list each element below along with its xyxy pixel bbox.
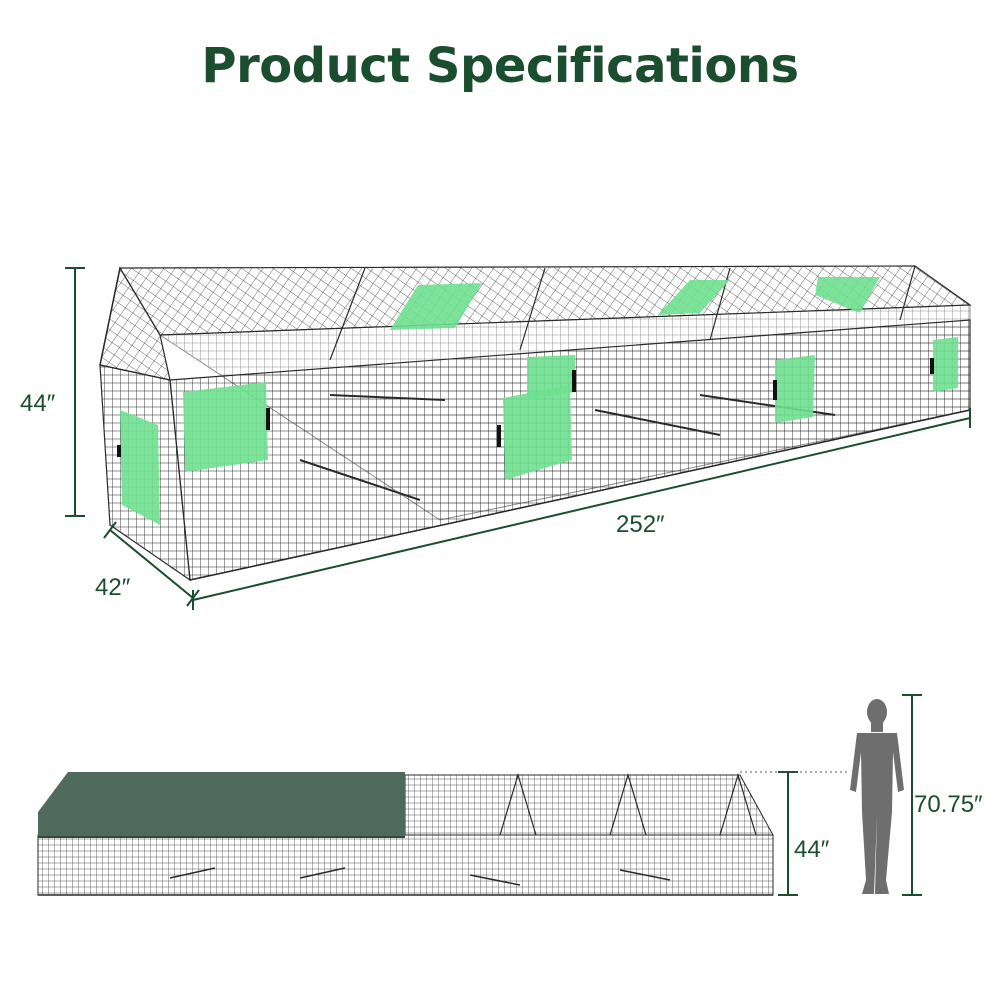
cover-sheet: [38, 772, 405, 837]
green-door-panel: [933, 337, 958, 392]
height-label: 44″: [20, 390, 56, 417]
green-door-panel: [183, 382, 268, 472]
side-height-label: 44″: [794, 836, 830, 863]
green-door-panel: [775, 355, 815, 423]
depth-label: 42″: [95, 574, 131, 601]
person-silhouette: [850, 699, 904, 894]
roof-hatch: [815, 277, 880, 313]
enclosure-perspective: [99, 265, 972, 582]
green-door-panel: [503, 385, 572, 480]
enclosure-side-view: [37, 772, 774, 896]
page-title: Product Specifications: [201, 38, 799, 94]
length-label: 252″: [616, 511, 665, 538]
dimension-lines-top: [65, 267, 971, 610]
green-door-panel: [527, 355, 575, 400]
roof-hatch: [658, 280, 730, 315]
wire-roof: [404, 774, 774, 836]
person-height-label: 70.75″: [914, 791, 983, 818]
roof-hatch: [390, 283, 482, 330]
green-door-panel: [120, 410, 160, 525]
wire-enclosure: [37, 834, 774, 896]
dimension-lines-bottom: [778, 694, 922, 896]
